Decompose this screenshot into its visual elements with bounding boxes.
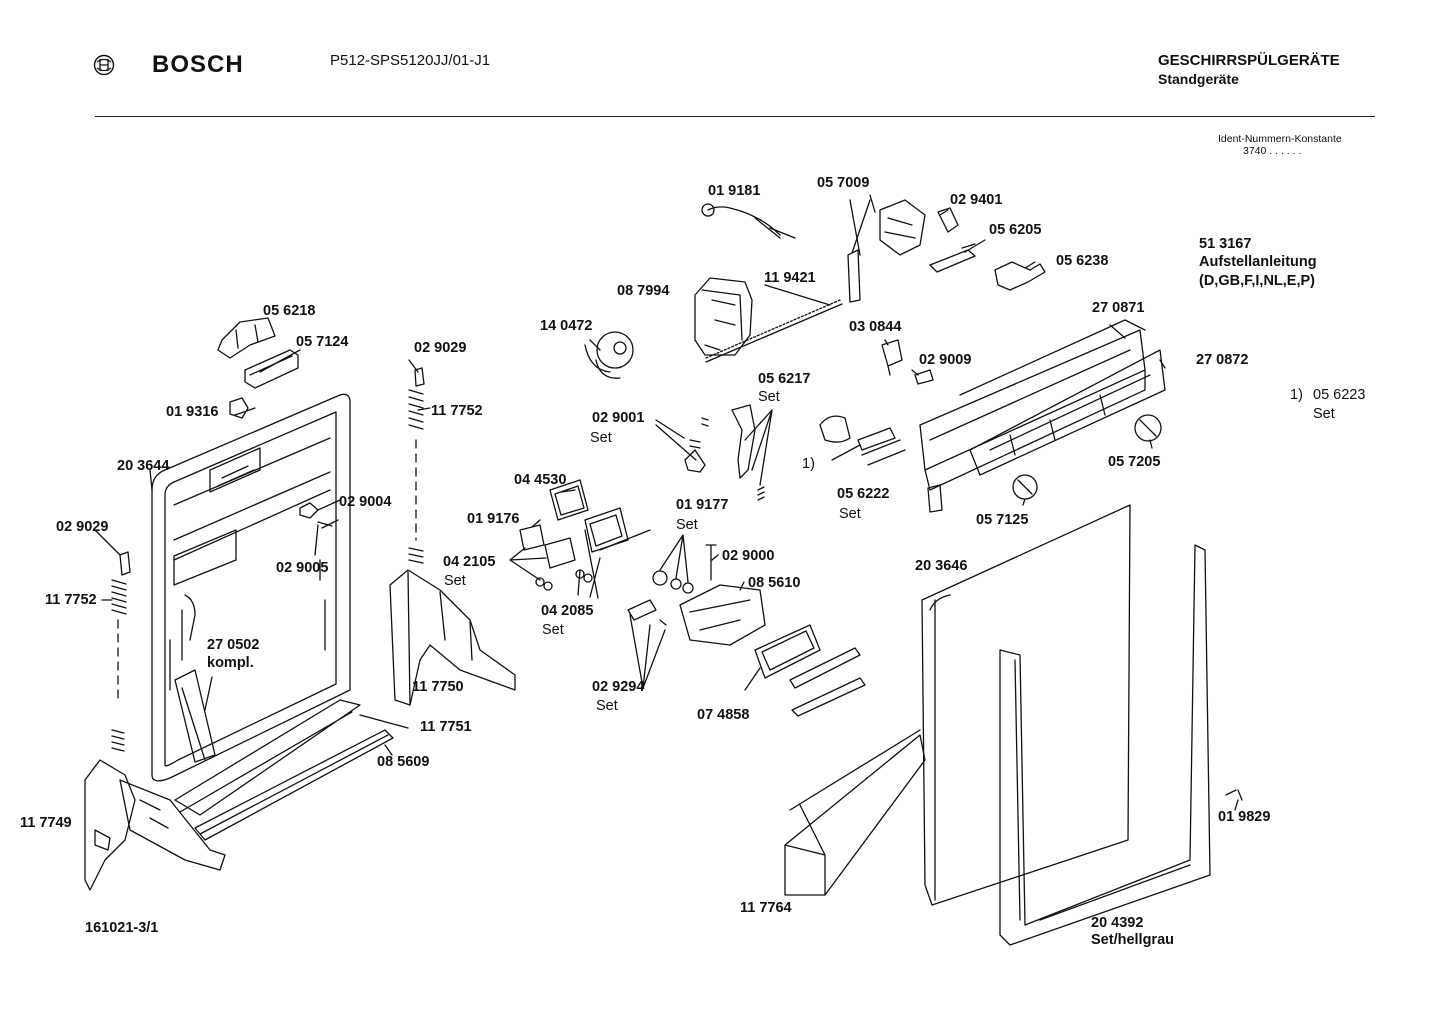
part-label: 11 7750 xyxy=(412,679,464,695)
bosch-logo-icon xyxy=(93,54,115,76)
part-label: 08 5609 xyxy=(377,754,430,770)
ident-title: Ident-Nummern-Konstante xyxy=(1218,133,1342,145)
part-label: 08 5610 xyxy=(748,575,801,591)
part-label: 05 6222 xyxy=(837,486,890,502)
part-label: 04 2105 xyxy=(443,554,496,570)
part-label: 04 2085 xyxy=(541,603,594,619)
part-label: 04 4530 xyxy=(514,472,567,488)
ident-value: 3740 . . . . . . xyxy=(1243,145,1302,157)
part-label: 11 9421 xyxy=(764,270,816,286)
part-label: 05 6217 xyxy=(758,371,811,387)
part-label: 02 9000 xyxy=(722,548,775,564)
drawing-number: 161021-3/1 xyxy=(85,920,159,936)
part-label: 02 9029 xyxy=(56,519,109,535)
part-label: 02 9001 xyxy=(592,410,645,426)
part-label: 07 4858 xyxy=(697,707,750,723)
part-label: 11 7752 xyxy=(45,592,97,608)
part-label: 14 0472 xyxy=(540,318,593,334)
model-number: P512-SPS5120JJ/01-J1 xyxy=(330,52,491,69)
part-label: 01 9181 xyxy=(708,183,761,199)
set-label: Set xyxy=(758,389,780,405)
footnote-marker: 1) xyxy=(802,456,815,472)
part-label: 01 9176 xyxy=(467,511,520,527)
part-label: 20 4392 xyxy=(1091,915,1144,931)
set-label: Set xyxy=(839,506,861,522)
part-label: 05 7124 xyxy=(296,334,349,350)
footnote-marker: 1) xyxy=(1290,387,1303,403)
part-label: 02 9029 xyxy=(414,340,467,356)
part-label: 11 7764 xyxy=(740,900,792,916)
header-divider xyxy=(95,116,1375,117)
part-label: 05 6218 xyxy=(263,303,316,319)
kompl-label: kompl. xyxy=(207,655,254,671)
set-label: Set xyxy=(444,573,466,589)
part-label: 02 9005 xyxy=(276,560,329,576)
part-label: 05 7125 xyxy=(976,512,1029,528)
part-label: 01 9316 xyxy=(166,404,219,420)
footnote-set: Set xyxy=(1313,406,1335,422)
part-label: 20 3646 xyxy=(915,558,968,574)
part-label: 02 9004 xyxy=(339,494,392,510)
manual-languages: (D,GB,F,I,NL,E,P) xyxy=(1199,273,1315,289)
part-label: 11 7751 xyxy=(420,719,472,735)
part-label: 27 0871 xyxy=(1092,300,1145,316)
part-label: 01 9177 xyxy=(676,497,729,513)
set-label: Set xyxy=(676,517,698,533)
part-label: 01 9829 xyxy=(1218,809,1271,825)
part-label: 05 6205 xyxy=(989,222,1042,238)
part-label: 08 7994 xyxy=(617,283,670,299)
footnote-part-number: 05 6223 xyxy=(1313,387,1366,403)
part-label: 02 9401 xyxy=(950,192,1003,208)
part-label: 11 7752 xyxy=(431,403,483,419)
subcategory-title: Standgeräte xyxy=(1158,71,1239,87)
part-label: 27 0872 xyxy=(1196,352,1249,368)
set-hellgrau-label: Set/hellgrau xyxy=(1091,932,1174,948)
part-label: 05 7009 xyxy=(817,175,870,191)
part-label: 03 0844 xyxy=(849,319,902,335)
part-label: 05 7205 xyxy=(1108,454,1161,470)
brand-name: BOSCH xyxy=(152,51,244,78)
category-title: GESCHIRRSPÜLGERÄTE xyxy=(1158,52,1340,69)
part-label: 02 9009 xyxy=(919,352,972,368)
manual-part-number: 51 3167 xyxy=(1199,236,1252,252)
set-label: Set xyxy=(542,622,564,638)
set-label: Set xyxy=(590,430,612,446)
manual-title: Aufstellanleitung xyxy=(1199,254,1317,270)
part-label: 02 9294 xyxy=(592,679,645,695)
part-label: 27 0502 xyxy=(207,637,260,653)
part-label: 20 3644 xyxy=(117,458,170,474)
part-label: 11 7749 xyxy=(20,815,72,831)
set-label: Set xyxy=(596,698,618,714)
part-label: 05 6238 xyxy=(1056,253,1109,269)
